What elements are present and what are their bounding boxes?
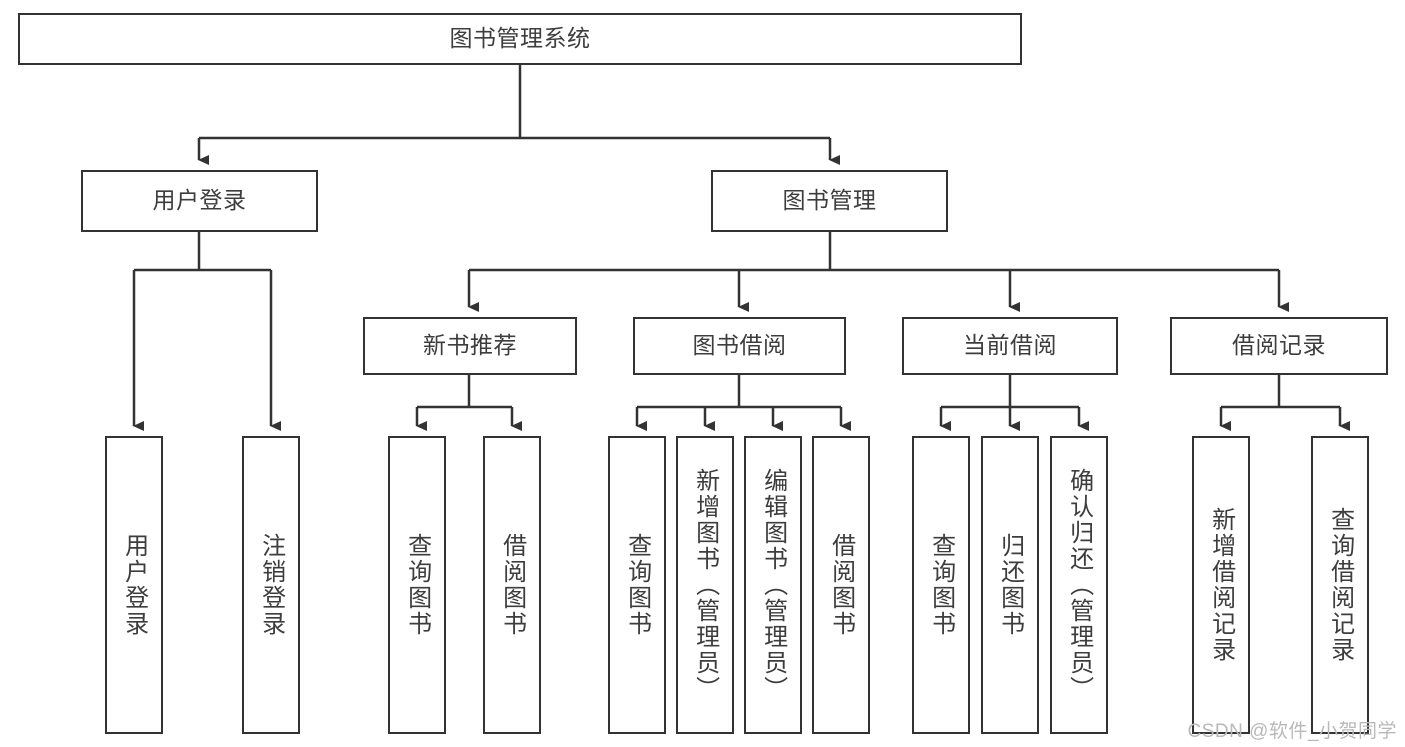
node-label: 注销登录 bbox=[257, 533, 285, 637]
node-leaf-add-borrow-record[interactable]: 新增借阅记录 bbox=[1192, 436, 1250, 734]
node-label: 新增借阅记录 bbox=[1207, 507, 1235, 663]
node-leaf-edit-book-admin[interactable]: 编辑图书（管理员） bbox=[744, 436, 802, 734]
node-leaf-query-book-recommend[interactable]: 查询图书 bbox=[388, 436, 446, 734]
node-label: 图书管理 bbox=[782, 187, 877, 214]
node-label: 借阅记录 bbox=[1232, 332, 1326, 359]
node-leaf-query-book-current[interactable]: 查询图书 bbox=[912, 436, 970, 734]
node-user-login[interactable]: 用户登录 bbox=[81, 170, 318, 232]
node-label: 用户登录 bbox=[152, 187, 247, 214]
watermark-text: CSDN @软件_小贺同学 bbox=[1187, 721, 1397, 742]
node-new-book-recommend[interactable]: 新书推荐 bbox=[363, 317, 577, 375]
node-label: 当前借阅 bbox=[963, 332, 1057, 359]
node-leaf-return-book[interactable]: 归还图书 bbox=[981, 436, 1039, 734]
node-label: 借阅图书 bbox=[498, 533, 526, 637]
node-leaf-query-book-borrow[interactable]: 查询图书 bbox=[608, 436, 666, 734]
node-label: 借阅图书 bbox=[827, 533, 855, 637]
node-root-book-management-system[interactable]: 图书管理系统 bbox=[18, 13, 1022, 65]
node-book-borrow[interactable]: 图书借阅 bbox=[633, 317, 846, 375]
node-label: 编辑图书（管理员） bbox=[759, 468, 787, 702]
node-label: 查询图书 bbox=[623, 533, 651, 637]
node-label: 新增图书（管理员） bbox=[691, 468, 719, 702]
node-label: 查询借阅记录 bbox=[1326, 507, 1354, 663]
node-leaf-logout[interactable]: 注销登录 bbox=[242, 436, 300, 734]
node-leaf-user-login[interactable]: 用户登录 bbox=[105, 436, 163, 734]
node-borrow-record[interactable]: 借阅记录 bbox=[1170, 317, 1388, 375]
node-leaf-add-book-admin[interactable]: 新增图书（管理员） bbox=[676, 436, 734, 734]
node-label: 查询图书 bbox=[403, 533, 431, 637]
node-label: 确认归还（管理员） bbox=[1065, 468, 1093, 702]
node-current-borrow[interactable]: 当前借阅 bbox=[902, 317, 1118, 375]
node-leaf-borrow-book-recommend[interactable]: 借阅图书 bbox=[483, 436, 541, 734]
node-book-management[interactable]: 图书管理 bbox=[711, 170, 948, 232]
node-label: 图书管理系统 bbox=[449, 25, 591, 52]
node-label: 新书推荐 bbox=[423, 332, 517, 359]
node-label: 图书借阅 bbox=[692, 332, 787, 359]
node-label: 归还图书 bbox=[996, 533, 1024, 637]
node-leaf-query-borrow-record[interactable]: 查询借阅记录 bbox=[1311, 436, 1369, 734]
node-label: 查询图书 bbox=[927, 533, 955, 637]
node-label: 用户登录 bbox=[120, 533, 148, 637]
node-leaf-confirm-return-admin[interactable]: 确认归还（管理员） bbox=[1050, 436, 1108, 734]
node-leaf-borrow-book[interactable]: 借阅图书 bbox=[812, 436, 870, 734]
